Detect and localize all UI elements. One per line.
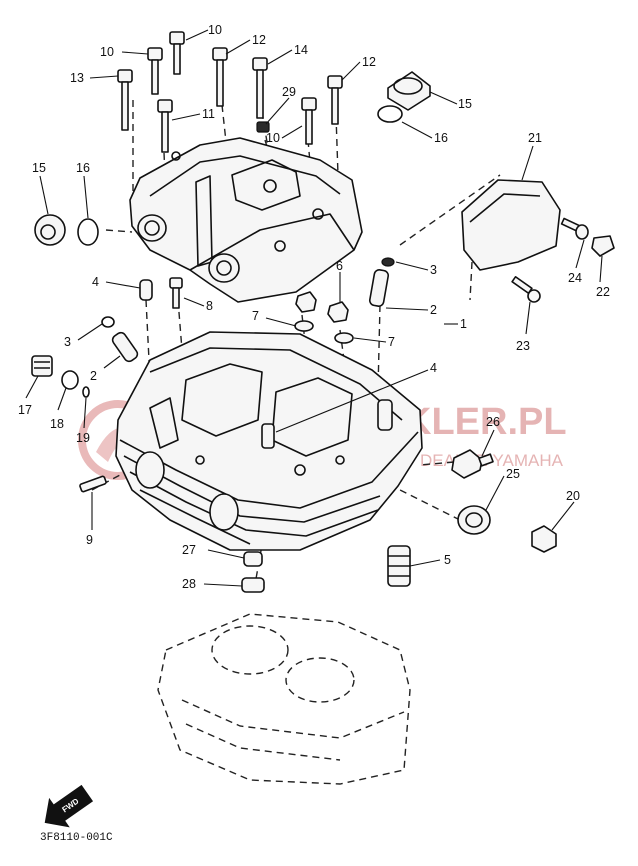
callout-label: 6	[336, 259, 343, 273]
clip-3-right	[381, 257, 395, 267]
bolt-10-right	[301, 97, 317, 145]
plug-17	[31, 355, 53, 377]
callout-label: 15	[32, 161, 46, 175]
callout-label: 29	[282, 85, 296, 99]
callout-label: 20	[566, 489, 580, 503]
stud-9	[79, 475, 107, 493]
callout-label: 25	[506, 467, 520, 481]
callout-label: 10	[208, 23, 222, 37]
washer-27	[243, 551, 263, 567]
callout-label: 28	[182, 577, 196, 591]
bolt-14	[252, 57, 268, 119]
seal-25	[457, 505, 491, 535]
callout-label: 2	[90, 369, 97, 383]
cylinder-head-cover	[129, 137, 363, 303]
washer-7-left	[294, 320, 314, 332]
dowel-4-left	[139, 279, 153, 301]
callout-label: 3	[64, 335, 71, 349]
callout-label: 21	[528, 131, 542, 145]
callout-label: 10	[266, 131, 280, 145]
callout-label: 9	[86, 533, 93, 547]
cap-28	[241, 577, 265, 593]
bolt-12-left	[212, 47, 228, 107]
bolt-8	[169, 277, 183, 309]
valve-guide-2-right	[368, 269, 390, 307]
callout-label: 4	[92, 275, 99, 289]
callout-label: 12	[362, 55, 376, 69]
side-cover-21	[461, 179, 561, 271]
watermark-brand: KLER.PL	[404, 401, 567, 443]
callout-label: 5	[444, 553, 451, 567]
callout-label: 8	[206, 299, 213, 313]
cylinder-head	[115, 331, 423, 551]
diagram-code: 3F8110-001C	[40, 832, 113, 844]
callout-label: 13	[70, 71, 84, 85]
sensor-26	[451, 449, 494, 479]
clip-3-left	[101, 316, 115, 328]
bolt-10-left	[147, 47, 163, 95]
bolts-top	[117, 31, 343, 153]
oil-cap-15-top	[387, 71, 431, 111]
bolt-13	[117, 69, 133, 131]
screw-24	[560, 217, 589, 240]
callout-label: 27	[182, 543, 196, 557]
callout-label: 17	[18, 403, 32, 417]
callout-label: 15	[458, 97, 472, 111]
callout-label: 7	[388, 335, 395, 349]
bolt-12-right	[327, 75, 343, 125]
callouts: 10 12 10 14 12 13 15 29 11 10 16 21 15 1…	[18, 23, 610, 591]
screw-23	[511, 276, 541, 303]
callout-label: 18	[50, 417, 64, 431]
callout-label: 23	[516, 339, 530, 353]
callout-label: 26	[486, 415, 500, 429]
o-ring-16-top	[377, 105, 403, 123]
o-ring-16-left	[77, 218, 99, 246]
bolt-11	[157, 99, 173, 153]
washer-7-right	[334, 332, 354, 344]
callout-label: 3	[430, 263, 437, 277]
valve-guide-2-left	[111, 331, 139, 363]
bolt-10-top	[169, 31, 185, 75]
callout-label: 16	[76, 161, 90, 175]
nut-6-left	[295, 291, 317, 313]
callout-label: 10	[100, 45, 114, 59]
gasket-18	[61, 370, 79, 390]
washer-29	[256, 121, 270, 133]
callout-label: 7	[252, 309, 259, 323]
plug-15-left	[34, 214, 66, 246]
callout-label: 4	[430, 361, 437, 375]
callout-label: 2	[430, 303, 437, 317]
fitting-20	[531, 525, 557, 553]
pin-19	[82, 386, 90, 398]
forward-arrow: FWD	[44, 784, 94, 828]
callout-label: 19	[76, 431, 90, 445]
callout-label: 14	[294, 43, 308, 57]
callout-label: 24	[568, 271, 582, 285]
cap-22	[591, 235, 615, 257]
nut-6-right	[327, 301, 349, 323]
spring-5	[387, 545, 411, 587]
callout-label: 12	[252, 33, 266, 47]
callout-label: 16	[434, 131, 448, 145]
callout-label: 1	[460, 317, 467, 331]
cylinder-block-phantom	[157, 613, 411, 785]
callout-label: 22	[596, 285, 610, 299]
callout-label: 11	[202, 107, 215, 121]
